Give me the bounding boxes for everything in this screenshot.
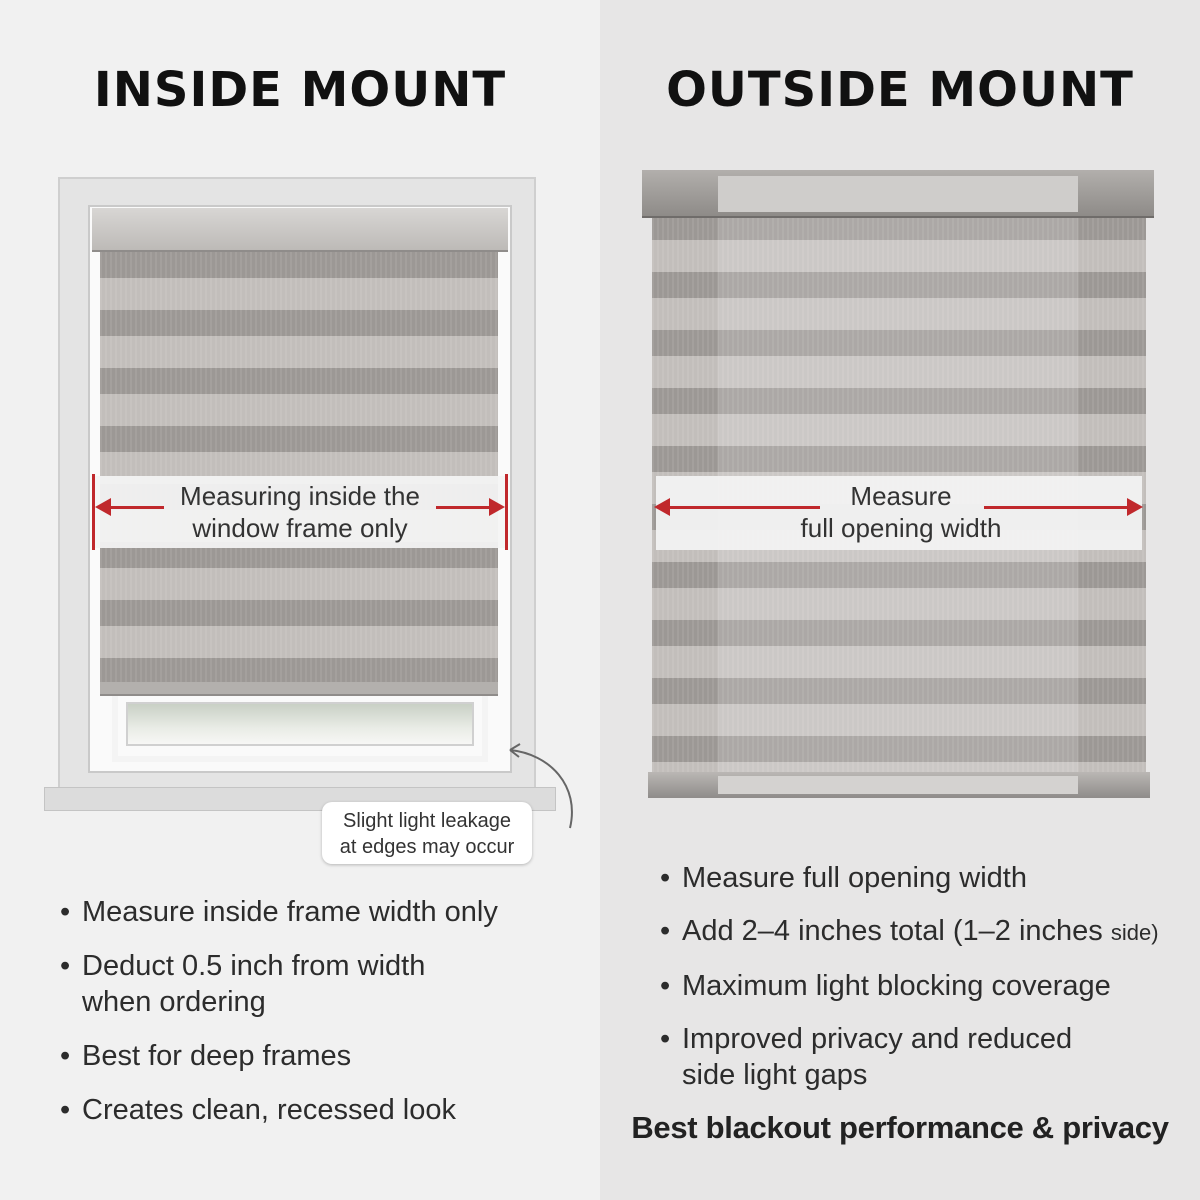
outside-bullet-2-main: Add 2–4 inches total (1–2 inches — [682, 915, 1103, 947]
outside-measure-label: Measure full opening width — [770, 480, 1032, 544]
window-glass — [126, 702, 474, 746]
inside-zebra-shade — [100, 252, 498, 690]
outside-bullet-4: Improved privacy and reduced side light g… — [660, 1021, 1190, 1093]
outside-cassette-highlight — [718, 176, 1078, 212]
outside-arrow-left-line — [668, 506, 820, 509]
inside-arrow-left-line — [108, 506, 164, 509]
callout-line1: Slight light leakage — [343, 810, 511, 832]
outside-measure-band — [656, 476, 1142, 550]
inside-measure-label: Measuring inside the window frame only — [160, 480, 440, 544]
inside-measure-right-tick — [505, 474, 508, 550]
outside-bullet-2-tail: side) — [1110, 920, 1159, 945]
inside-arrow-right-head — [489, 498, 505, 516]
outside-arrow-right-line — [984, 506, 1128, 509]
inside-shade-cassette — [92, 208, 508, 252]
outside-bullet-2: Add 2–4 inches total (1–2 inches side) — [660, 913, 1190, 951]
inside-mount-bullets: Measure inside frame width only Deduct 0… — [60, 894, 580, 1128]
inside-bullet-2-line2: when ordering — [82, 986, 266, 1018]
inside-measure-left-tick — [92, 474, 95, 550]
inside-shade-bottom-rail — [100, 682, 498, 696]
outside-mount-bullets: Measure full opening width Add 2–4 inche… — [660, 860, 1190, 1093]
inside-measure-label-line2: window frame only — [192, 513, 408, 543]
callout-line2: at edges may occur — [339, 836, 515, 858]
outside-arrow-right-head — [1127, 498, 1143, 516]
outside-arrow-left-head — [654, 498, 670, 516]
callout-pointer-curve — [509, 743, 573, 829]
outside-measure-label-line1: Measure — [850, 481, 952, 511]
inside-arrow-left-head — [95, 498, 111, 516]
outside-bullet-3: Maximum light blocking coverage — [660, 968, 1190, 1004]
outside-bullet-4-line2: side light gaps — [682, 1059, 868, 1091]
inside-arrow-right-line — [436, 506, 490, 509]
outside-rail-highlight — [718, 776, 1078, 794]
inside-bullet-2: Deduct 0.5 inch from width when ordering — [60, 948, 580, 1020]
inside-measure-label-line1: Measuring inside the — [180, 481, 420, 511]
outside-mount-tagline: Best blackout performance & privacy — [631, 1110, 1169, 1145]
outside-bullet-1: Measure full opening width — [660, 860, 1190, 896]
inside-bullet-3: Best for deep frames — [60, 1038, 580, 1074]
inside-measure-band — [92, 476, 508, 548]
inside-bullet-2-line1: Deduct 0.5 inch from width — [82, 950, 426, 982]
outside-mount-title: OUTSIDE MOUNT — [666, 62, 1134, 118]
inside-bullet-1: Measure inside frame width only — [60, 894, 580, 930]
outside-bullet-4-line1: Improved privacy and reduced — [682, 1023, 1073, 1055]
inside-bullet-4: Creates clean, recessed look — [60, 1092, 580, 1128]
window-sash — [112, 690, 488, 762]
inside-mount-title: INSIDE MOUNT — [93, 62, 507, 118]
outside-measure-label-line2: full opening width — [800, 513, 1002, 543]
light-leakage-callout: Slight light leakage at edges may occur — [322, 802, 532, 864]
